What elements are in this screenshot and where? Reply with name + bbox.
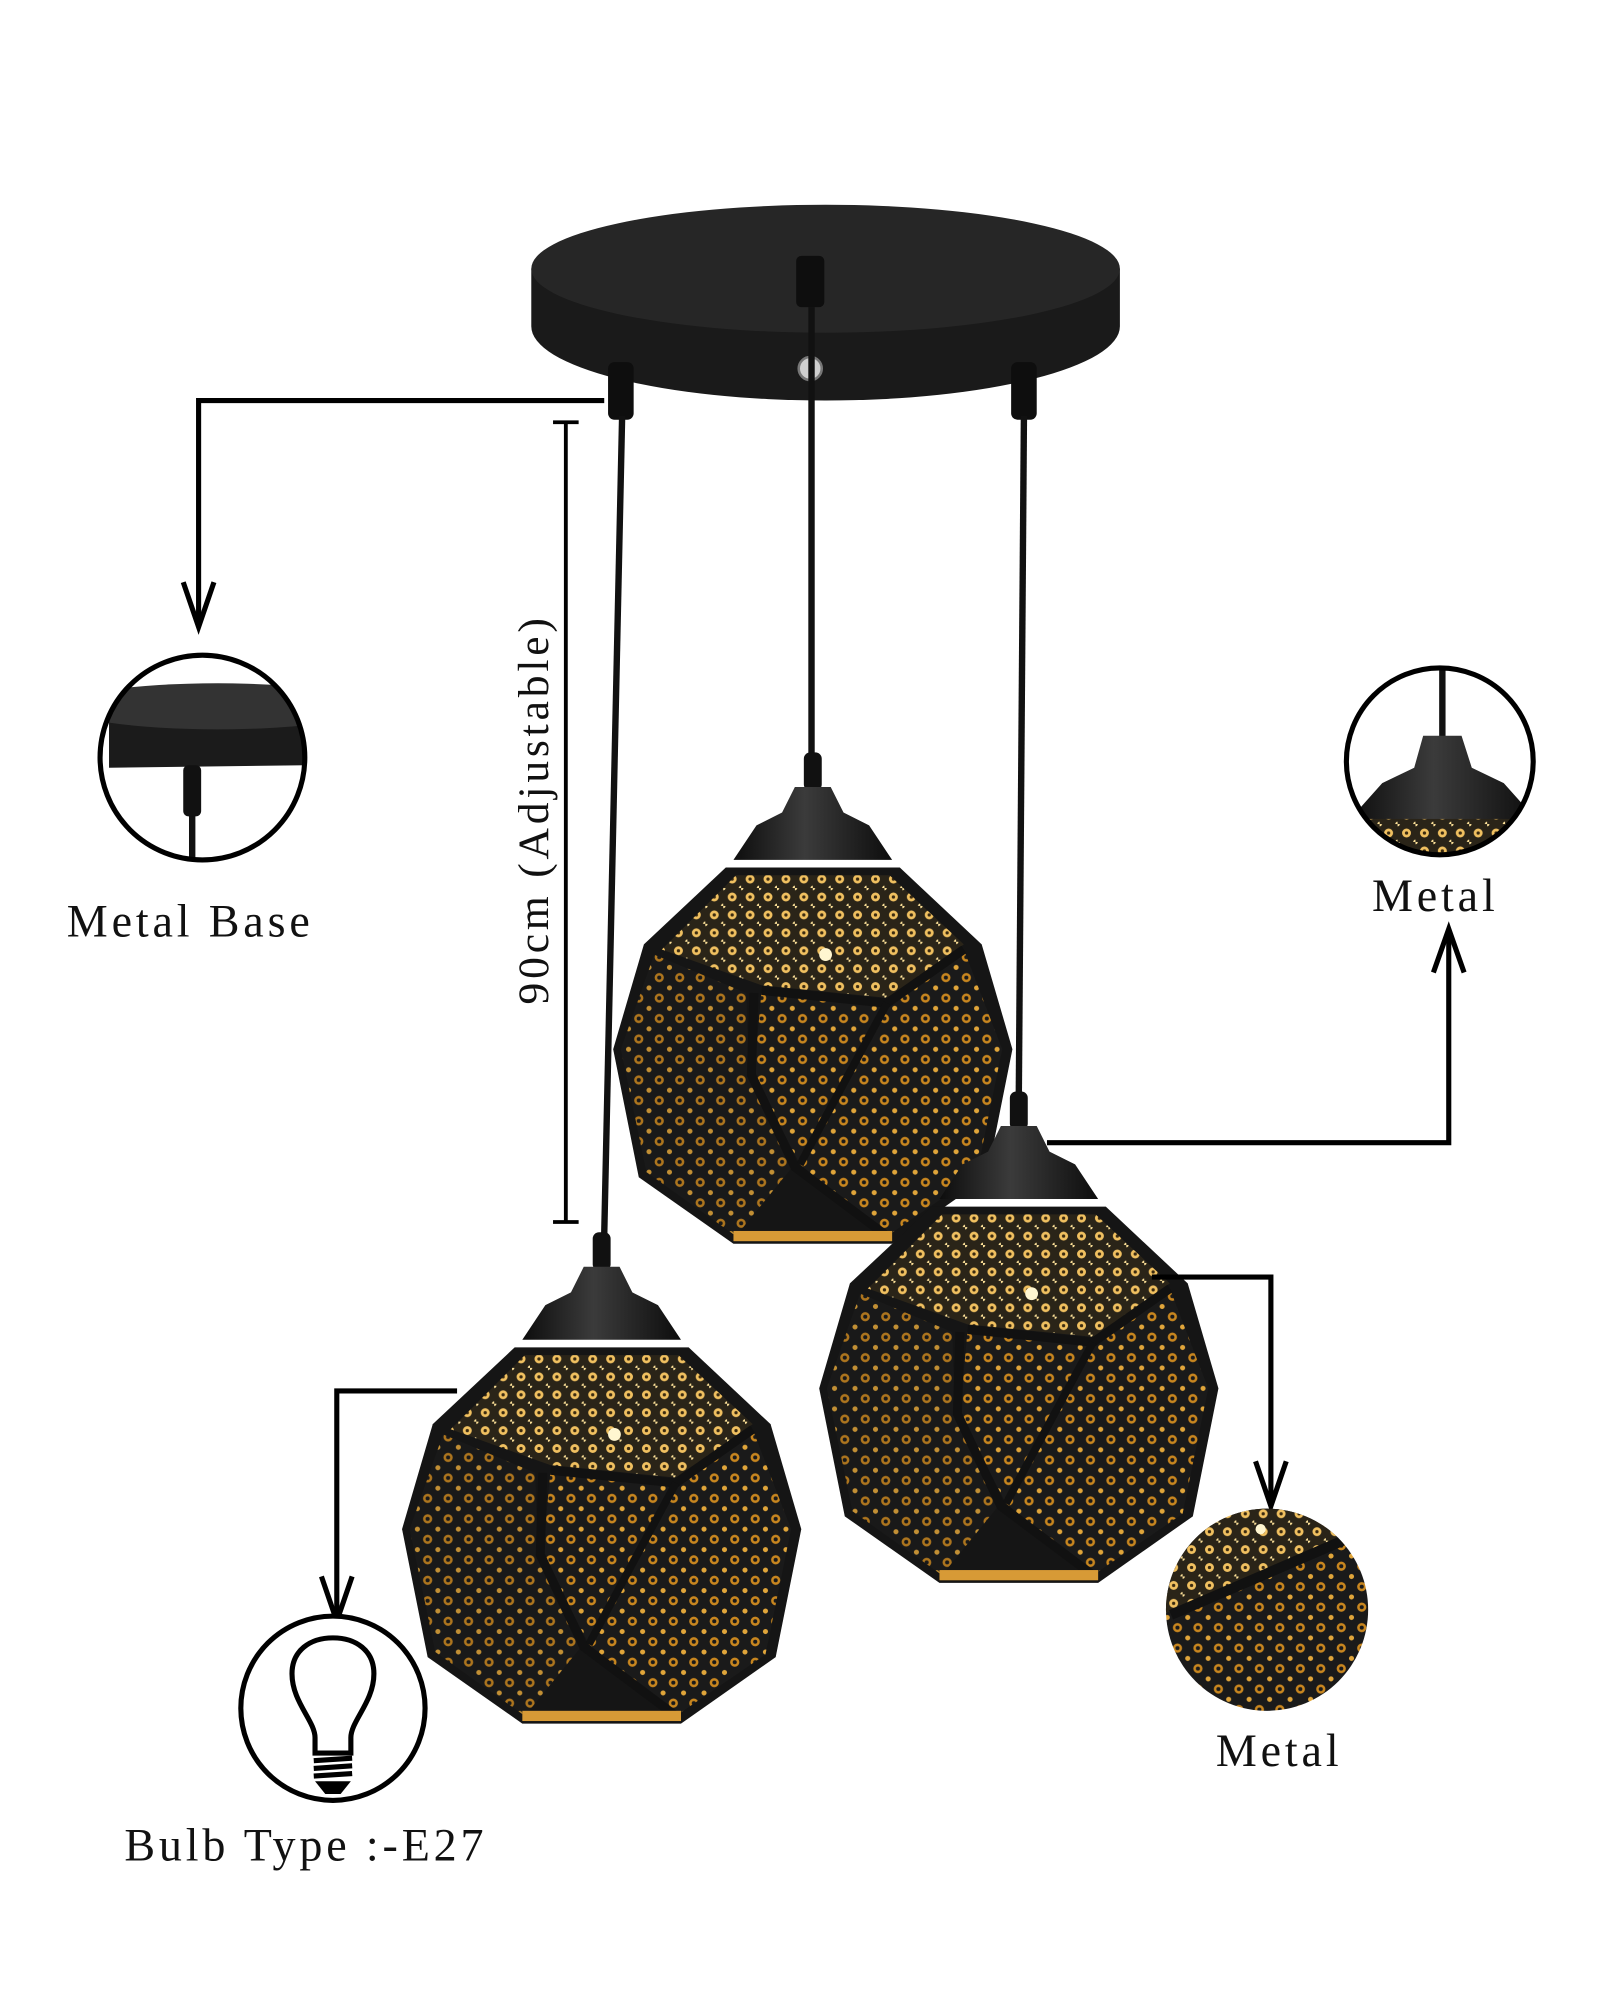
pendant-shade-top: [613, 752, 1012, 1243]
pendant-shade-left: [402, 1232, 801, 1723]
detail-metal-pattern: [1165, 1508, 1369, 1711]
arrow-down-icon: [180, 581, 217, 635]
label-bulb-type: Bulb Type :-E27: [124, 1820, 487, 1871]
detail-metal-cap: [1343, 665, 1536, 858]
light-bulb-icon: [289, 1635, 377, 1779]
label-cord-length: 90cm (Adjustable): [510, 614, 558, 1004]
label-metal-pattern: Metal: [1216, 1725, 1343, 1776]
label-metal-cap: Metal: [1372, 870, 1499, 921]
detail-metal-base: [97, 652, 308, 863]
arrow-up-icon: [1430, 921, 1467, 974]
arrow-down-icon: [1253, 1460, 1289, 1514]
bulb-type-badge: [238, 1613, 428, 1803]
callout-lines: [180, 397, 1467, 1630]
label-metal-base: Metal Base: [67, 896, 314, 947]
cords: [601, 307, 1028, 1235]
ceiling-canopy: [531, 204, 1120, 420]
